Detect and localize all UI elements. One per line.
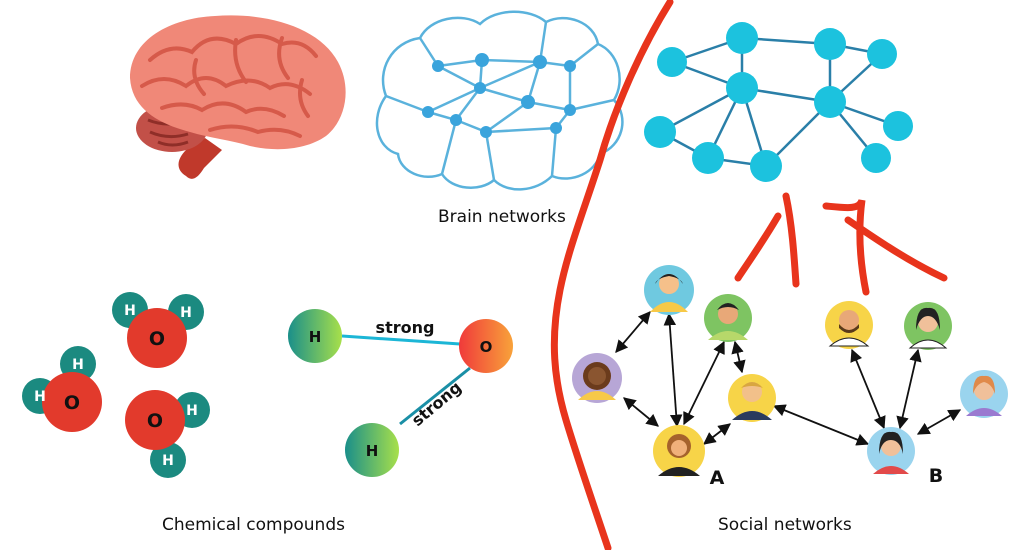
hydrogen-label: H (186, 403, 198, 419)
hydrogen-label: H (72, 357, 84, 373)
person-avatar-icon (904, 302, 952, 350)
hydrogen-label: H (180, 305, 192, 321)
bond-label: strong (376, 318, 435, 337)
person-avatar-icon (960, 370, 1008, 418)
hydrogen-label: H (162, 453, 174, 469)
hydrogen-label: H (309, 328, 322, 346)
brain-icon (130, 15, 346, 179)
node-label-a: A (710, 467, 725, 489)
oxygen-label: O (64, 392, 80, 414)
oxygen-label: O (480, 338, 493, 356)
bond-label: strong (408, 378, 465, 430)
hydrogen-label: H (366, 442, 379, 460)
water-molecule-icon: H H O H H O H H O (22, 292, 210, 478)
brain-network-icon (375, 10, 624, 191)
person-avatar-icon (704, 294, 752, 342)
divider-stroke (550, 0, 674, 550)
person-avatar-icon (653, 425, 705, 477)
person-avatar-icon (728, 374, 776, 422)
bond-diagram: H O H strong strong (288, 309, 513, 477)
person-avatar-icon (644, 265, 694, 315)
caption-chemical-compounds: Chemical compounds (162, 515, 345, 535)
person-avatar-icon (825, 301, 873, 349)
network-graph-icon (644, 22, 913, 182)
node-label-b: B (929, 465, 943, 487)
caption-brain-networks: Brain networks (438, 207, 566, 227)
person-avatar-icon (867, 427, 915, 475)
hydrogen-label: H (124, 303, 136, 319)
caption-social-networks: Social networks (718, 515, 852, 535)
person-avatar-icon (572, 353, 622, 403)
hydrogen-label: H (34, 389, 46, 405)
oxygen-label: O (149, 328, 165, 350)
social-network-graph: A B (572, 265, 1008, 489)
oxygen-label: O (147, 410, 163, 432)
arrow-up-stroke (734, 192, 948, 296)
